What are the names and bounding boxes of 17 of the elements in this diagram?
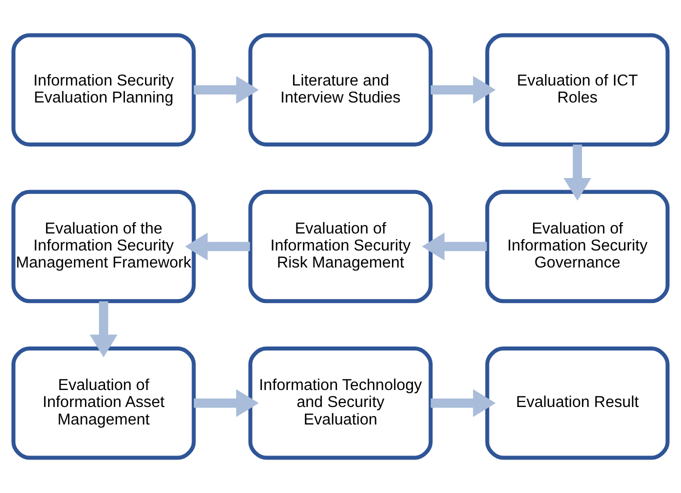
arrow [90, 301, 118, 358]
node-box: Evaluation of ICT Roles [485, 33, 670, 146]
arrow [194, 389, 259, 417]
node-box: Evaluation of the Information Security Management Framework [11, 190, 196, 304]
arrow [194, 76, 259, 104]
arrow [422, 232, 487, 260]
arrow [430, 76, 496, 104]
node-box: Information Security Evaluation Planning [11, 33, 196, 146]
node-box: Evaluation of Information Security Governance [485, 190, 670, 304]
arrow [430, 389, 496, 417]
node-box: Evaluation of Information Asset Management [11, 346, 196, 460]
node-box: Evaluation of Information Security Risk Management [248, 190, 433, 304]
arrow [564, 144, 592, 201]
node-box: Evaluation Result [485, 346, 670, 460]
node-box: Information Technology and Security Evaluation [248, 346, 433, 460]
node-box: Literature and Interview Studies [248, 33, 433, 146]
arrow [185, 232, 250, 260]
